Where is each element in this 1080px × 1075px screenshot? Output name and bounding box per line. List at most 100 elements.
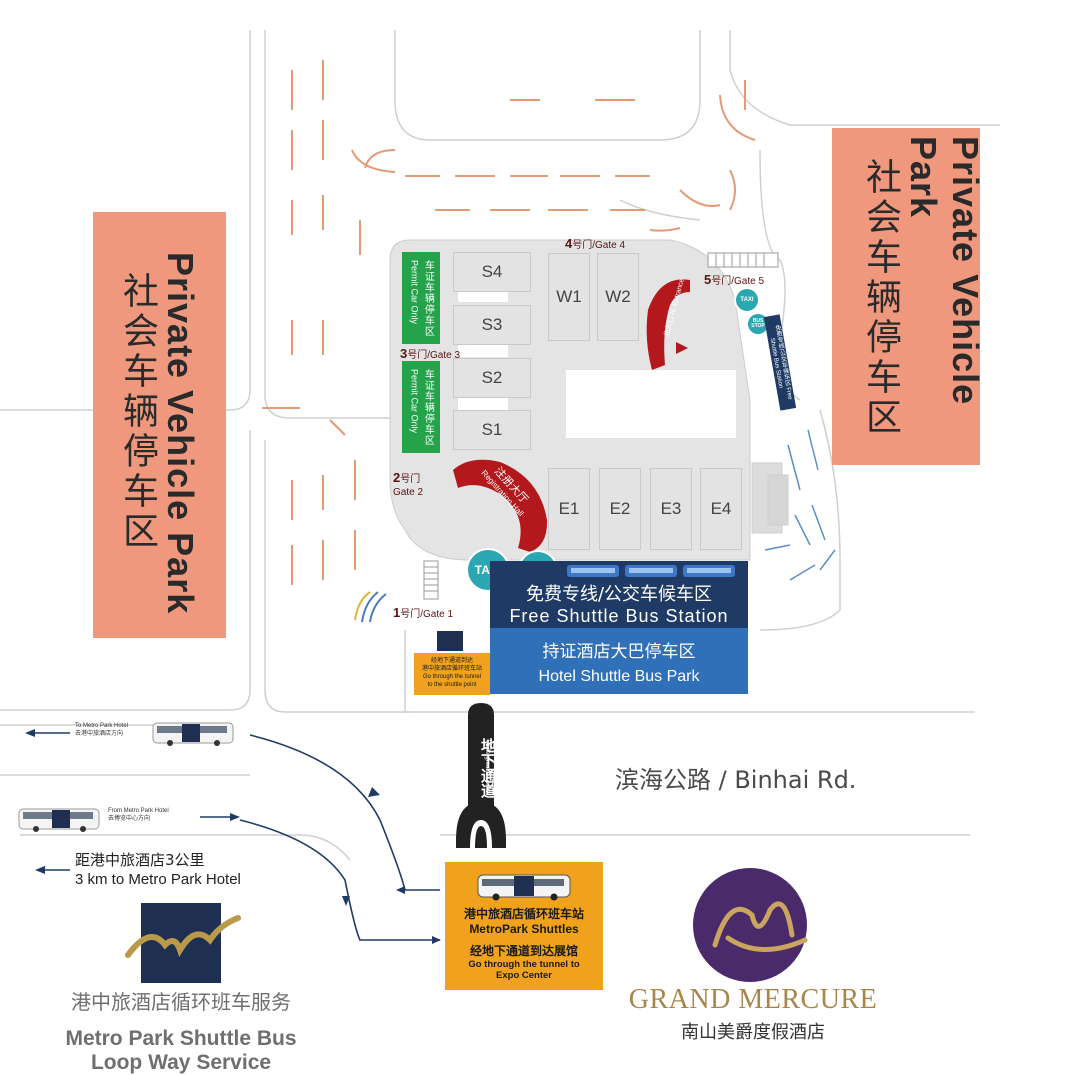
gate-4-num: 4: [565, 236, 573, 251]
registration-hall-shape: [453, 459, 548, 552]
gate-2-en: Gate 2: [393, 486, 424, 498]
permit-zone-lower: 车证车辆停车区 Permit Car Only: [402, 361, 440, 453]
tunnel-zh: 地下通道: [479, 738, 496, 798]
parked-buses: [567, 565, 735, 577]
metropark-shuttle-point[interactable]: 港中旅酒店循环班车站 MetroPark Shuttles 经地下通道到达展馆 …: [445, 862, 603, 990]
grand-mercure-name: GRAND MERCURE: [628, 984, 878, 1015]
tunnel-inner: [475, 826, 487, 848]
permit-zone-upper-en: Permit Car Only: [409, 259, 420, 324]
from-metro-label: From Metro Park Hotel 去博览中心方向: [108, 808, 169, 824]
gate-4-zh: 号门: [572, 240, 593, 251]
tunnel-shaft: [468, 703, 494, 808]
private-park-right-zh: 社会车辆停车区: [860, 158, 901, 438]
route-arrowheads: [25, 729, 441, 944]
gate-5: 5号门/Gate 5: [704, 272, 765, 287]
shuttle-point-en3: Expo Center: [496, 970, 552, 981]
hotel-bus-park-en: Hotel Shuttle Bus Park: [538, 667, 700, 685]
east-annex: [767, 474, 789, 526]
hall-w1[interactable]: W1: [548, 253, 590, 341]
shuttle-point-en2: Go through the tunnel to: [468, 959, 580, 970]
n-entrance-arrow: [676, 342, 688, 354]
shuttle-point-zh1: 港中旅酒店循环班车站: [463, 907, 584, 921]
tunnel-note-en1: Go through the tunnel: [422, 674, 482, 680]
gate-5-zh: 号门: [711, 276, 732, 287]
tunnel-note-zh2: 港中旅酒店循环班车站: [421, 666, 482, 673]
from-metro-en: From Metro Park Hotel: [108, 808, 169, 814]
hall-s3[interactable]: S3: [453, 305, 531, 345]
hall-e1[interactable]: E1: [548, 468, 590, 550]
hall-s1[interactable]: S1: [453, 410, 531, 450]
courtyard-gap: [458, 345, 508, 357]
gate-5-num: 5: [704, 272, 712, 287]
n-entrance-shape: [646, 279, 690, 370]
gate-2-zh: 号门: [400, 474, 421, 485]
gate-1-zh: 号门: [400, 609, 421, 620]
hotel-bus-park-zh: 持证酒店大巴停车区: [542, 641, 696, 662]
distance-label: 距港中旅酒店3公里 3 km to Metro Park Hotel: [75, 850, 241, 891]
lane-arrows: [764, 429, 836, 581]
gate-3-num: 3: [400, 346, 408, 361]
to-metro-en: To Metro Park Hotel: [75, 723, 129, 729]
courtyard-gap: [458, 290, 508, 302]
gate-3-zh: 号门: [407, 350, 428, 361]
metro-service-zh: 港中旅酒店循环班车服务: [71, 990, 291, 1014]
gate1-arcs: [354, 591, 387, 623]
permit-zone-upper-zh: 车证车辆停车区: [422, 259, 434, 337]
hall-e2[interactable]: E2: [599, 468, 641, 550]
private-park-left-zh: 社会车辆停车区: [117, 272, 158, 552]
grand-mercure-brand: GRAND MERCURE 南山美爵度假酒店: [618, 984, 888, 1044]
bus-icon-shuttle-point: [477, 874, 571, 901]
private-park-right: Private Vehicle Park 社会车辆停车区: [832, 128, 986, 465]
shuttle-point-zh2: 经地下通道到达展馆: [469, 944, 578, 958]
hall-s4[interactable]: S4: [453, 252, 531, 292]
permit-zone-upper: 车证车辆停车区 Permit Car Only: [402, 252, 440, 344]
tunnel-note-en2: to the shuttle point: [427, 681, 477, 688]
to-metro-label: To Metro Park Hotel 去港中旅酒店方向: [75, 723, 128, 739]
hall-e3[interactable]: E3: [650, 468, 692, 550]
metro-park-logo-box: [141, 903, 221, 983]
from-metro-zh: 去博览中心方向: [108, 815, 151, 822]
permit-zone-lower-zh: 车证车辆停车区: [422, 368, 434, 446]
gate-2: 2号门 Gate 2: [393, 470, 423, 499]
distance-en: 3 km to Metro Park Hotel: [75, 871, 241, 889]
mercure-logo-mark: [712, 901, 808, 952]
tunnel-en: Underground Tunnel: [484, 740, 490, 795]
private-park-left: Private Vehicle Park 社会车辆停车区: [93, 212, 226, 638]
tunnel-note-zh1: 经地下通道到达: [430, 658, 473, 665]
courtyard-gap: [458, 398, 508, 410]
tunnel-note-small: 经地下通道到达 港中旅酒店循环班车站 Go through the tunnel…: [414, 653, 490, 695]
gate-5-en: Gate 5: [734, 276, 765, 287]
metro-park-logo-mark: [125, 915, 241, 958]
gate-4: 4号门/Gate 4: [565, 236, 626, 251]
gate-3: 3号门/Gate 3: [400, 346, 461, 361]
metro-park-logo-small: [437, 631, 463, 651]
traffic-arrows: [262, 60, 756, 585]
shuttle-point-en1: MetroPark Shuttles: [469, 922, 579, 936]
private-park-right-en: Private Vehicle Park: [903, 136, 986, 406]
metro-park-service: 港中旅酒店循环班车服务 Metro Park Shuttle Bus Loop …: [40, 986, 322, 1075]
free-shuttle-en: Free Shuttle Bus Station: [509, 606, 729, 626]
gate-1-en: Gate 1: [423, 609, 454, 620]
hotel-shuttle-bus-park[interactable]: 持证酒店大巴停车区 Hotel Shuttle Bus Park: [490, 628, 748, 694]
courtyard: [566, 370, 736, 438]
to-metro-zh: 去港中旅酒店方向: [75, 730, 124, 737]
hall-s2[interactable]: S2: [453, 358, 531, 398]
crosswalk-gate5: [707, 252, 779, 268]
hall-e4[interactable]: E4: [700, 468, 742, 550]
gate-4-en: Gate 4: [595, 240, 626, 251]
taxi-icon-east[interactable]: TAXI: [734, 287, 760, 313]
bus-icon-from-metro: [18, 808, 100, 832]
gate-2-num: 2: [393, 470, 401, 485]
permit-zone-lower-en: Permit Car Only: [409, 368, 420, 433]
gate-1-num: 1: [393, 605, 401, 620]
binhai-road-label: 滨海公路 / Binhai Rd.: [615, 766, 857, 794]
hall-w2[interactable]: W2: [597, 253, 639, 341]
mercure-logo-disk: [693, 868, 807, 982]
shuttle-routes: [239, 734, 440, 941]
gate-1: 1号门/Gate 1: [393, 605, 454, 620]
grand-mercure-zh: 南山美爵度假酒店: [681, 1022, 825, 1043]
metro-service-en1: Metro Park Shuttle Bus: [65, 1027, 297, 1050]
gate-3-en: Gate 3: [430, 350, 461, 361]
private-park-left-en: Private Vehicle Park: [160, 252, 201, 615]
metro-service-en2: Loop Way Service: [90, 1051, 272, 1074]
